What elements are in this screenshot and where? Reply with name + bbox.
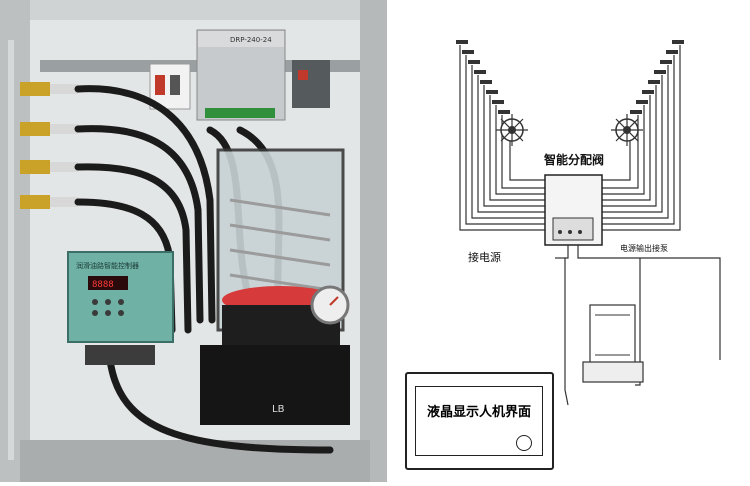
distributor-valve bbox=[544, 174, 603, 246]
hmi-screen: 液晶显示人机界面 bbox=[415, 386, 543, 456]
diagram-svg bbox=[456, 40, 721, 406]
cabinet-photo: DRP-240-24 bbox=[0, 0, 387, 482]
hmi-panel: 液晶显示人机界面 bbox=[405, 372, 554, 470]
bearing-left bbox=[496, 114, 528, 146]
fittings bbox=[20, 82, 78, 209]
reservoir: LB bbox=[200, 148, 350, 425]
controller: 润滑油路智能控制器 8888 bbox=[67, 251, 174, 365]
pump-mark: LB bbox=[272, 404, 285, 415]
svg-text:8888: 8888 bbox=[92, 280, 114, 290]
bearing-right bbox=[611, 114, 643, 146]
output-label: 电源输出接泵 bbox=[620, 244, 668, 253]
power-supply: DRP-240-24 bbox=[196, 29, 286, 121]
lube-pump-sketch bbox=[582, 304, 644, 383]
controller-label: 润滑油路智能控制器 bbox=[76, 261, 139, 270]
valve-label: 智能分配阀 bbox=[544, 153, 605, 167]
power-label: 接电源 bbox=[468, 251, 501, 264]
hmi-label: 液晶显示人机界面 bbox=[426, 405, 531, 420]
cabinet-photo-svg: DRP-240-24 bbox=[0, 0, 387, 482]
hmi-button bbox=[516, 435, 532, 451]
power-supply-label: DRP-240-24 bbox=[230, 36, 272, 44]
fitting-marks bbox=[456, 40, 684, 114]
lube-lines bbox=[459, 45, 681, 231]
power-wires bbox=[555, 245, 721, 406]
